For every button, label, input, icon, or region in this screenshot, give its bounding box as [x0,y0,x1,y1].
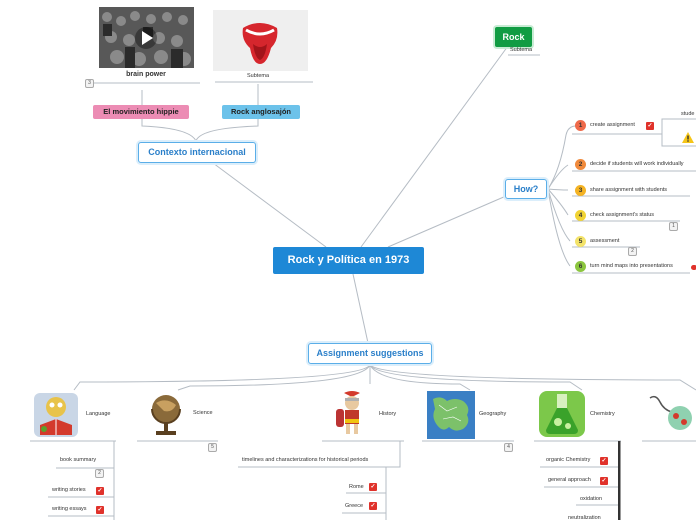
chem-item-general-approach[interactable]: general approach [548,477,591,483]
history-item-greece[interactable]: Greece [345,503,364,509]
crowd-image [99,7,194,68]
chemistry-flask-illustration [538,390,586,440]
chem-item-organic[interactable]: organic Chemistry [546,457,591,463]
step-3-icon: 3 [575,185,586,196]
organic-chem-task-icon[interactable]: ✓ [600,457,608,465]
general-approach-task-icon[interactable]: ✓ [600,477,608,485]
geography-label: Geography [479,411,507,417]
roman-soldier-illustration [334,389,370,439]
history-item-rome[interactable]: Rome [349,484,364,490]
history-timelines-item[interactable]: timelines and characterizations for hist… [242,457,369,463]
writing-stories-task-icon[interactable]: ✓ [96,487,104,495]
student-label: stude [681,111,695,117]
how-item-1[interactable]: create assignment [590,122,635,128]
step-5-icon: 5 [575,236,586,247]
how-item-4[interactable]: check assignment's status [590,212,655,218]
step-2-icon: 2 [575,159,586,170]
chem-item-oxidation[interactable]: oxidation [580,496,603,502]
science-count-badge[interactable]: 5 [208,443,217,452]
microscope-illustration [646,392,696,438]
language-label: Language [86,411,111,417]
hippie-node[interactable]: El movimiento hippie [93,105,189,119]
globe-illustration [146,391,186,439]
anglo-rock-node[interactable]: Rock anglosajón [222,105,300,119]
step-6-icon: 6 [575,261,586,272]
lang-item-writing-stories[interactable]: writing stories [52,487,86,493]
subtema-label: Subtema [247,73,270,79]
rock-node[interactable]: Rock [495,27,532,47]
science-label: Science [193,410,213,416]
rock-subtema-label: Subtema [510,47,533,53]
step-4-icon: 4 [575,210,586,221]
assessment-badge[interactable]: 2 [628,247,637,256]
geography-count-badge[interactable]: 4 [504,443,513,452]
chemistry-label: Chemistry [590,411,615,417]
how-item-6[interactable]: turn mind maps into presentations [590,263,673,269]
greece-task-icon[interactable]: ✓ [369,502,377,510]
play-icon [142,31,153,45]
brain-power-count-badge[interactable]: 3 [85,79,94,88]
book-summary-badge[interactable]: 2 [95,469,104,478]
rome-task-icon[interactable]: ✓ [369,483,377,491]
language-illustration [32,389,80,439]
presentation-marker-icon [691,265,696,270]
todo-icon[interactable]: ✓ [646,122,654,130]
how-item-5[interactable]: assessment [590,238,620,244]
central-topic[interactable]: Rock y Política en 1973 [273,247,424,274]
check-status-badge[interactable]: 1 [669,222,678,231]
chem-item-neutralization[interactable]: neutralization [568,515,601,521]
rolling-tongue-logo [213,10,308,71]
history-label: History [379,411,397,417]
lang-item-book-summary[interactable]: book summary [60,457,97,463]
contexto-internacional-node[interactable]: Contexto internacional [138,142,256,163]
how-item-3[interactable]: share assignment with students [590,187,668,193]
warning-icon [682,130,694,148]
step-1-icon: 1 [575,120,586,131]
brain-power-label: brain power [126,71,166,78]
writing-essays-task-icon[interactable]: ✓ [96,506,104,514]
how-node[interactable]: How? [505,179,547,199]
how-item-2[interactable]: decide if students will work individuall… [590,161,684,167]
lang-item-writing-essays[interactable]: writing essays [52,506,87,512]
europe-map-illustration [427,391,475,439]
assignment-suggestions-node[interactable]: Assignment suggestions [308,343,432,364]
